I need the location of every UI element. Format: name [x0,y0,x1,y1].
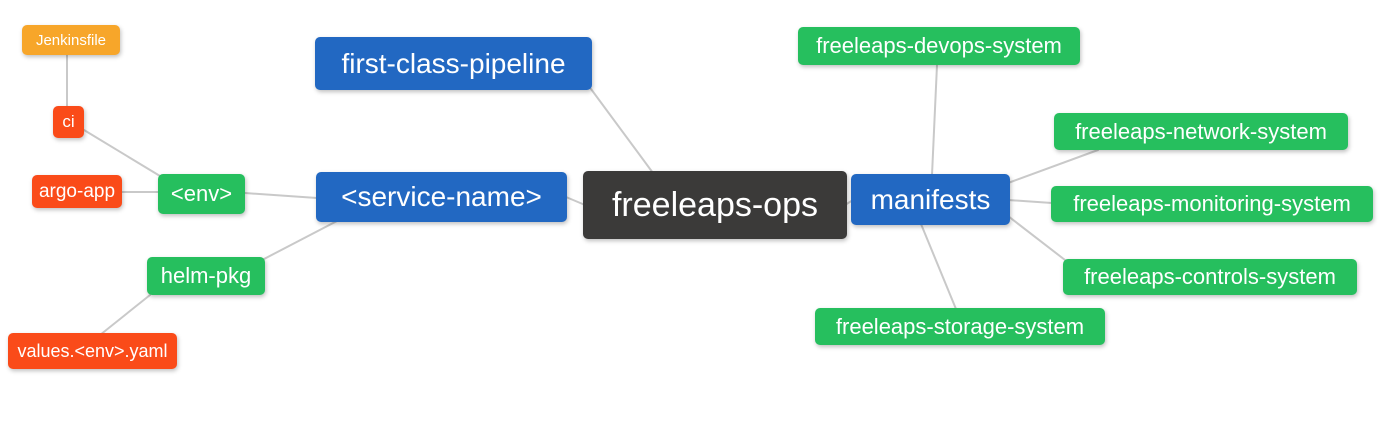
node-freeleaps-monitoring-system[interactable]: freeleaps-monitoring-system [1051,186,1373,222]
node-freeleaps-controls-system[interactable]: freeleaps-controls-system [1063,259,1357,295]
node-ci[interactable]: ci [53,106,84,138]
node-freeleaps-devops-system[interactable]: freeleaps-devops-system [798,27,1080,65]
edge-manifests-devops [931,64,938,176]
edge-service-name-ops [565,196,586,206]
node-freeleaps-network-system[interactable]: freeleaps-network-system [1054,113,1348,150]
node-helm-pkg[interactable]: helm-pkg [147,257,265,295]
node-jenkinsfile[interactable]: Jenkinsfile [22,25,120,55]
node-service-name[interactable]: <service-name> [316,172,567,222]
edge-manifests-controls [1007,215,1066,261]
edge-manifests-monitoring [1007,199,1053,204]
edge-manifests-network [1007,149,1099,184]
edge-pipeline-ops [590,88,654,174]
node-env[interactable]: <env> [158,174,245,214]
node-freeleaps-storage-system[interactable]: freeleaps-storage-system [815,308,1105,345]
node-manifests[interactable]: manifests [851,174,1010,225]
edge-ci-env [83,129,161,177]
node-first-class-pipeline[interactable]: first-class-pipeline [315,37,592,90]
edge-env-service-name [244,192,318,199]
edge-helm-pkg-values-env-yaml [99,294,151,336]
node-values-env-yaml[interactable]: values.<env>.yaml [8,333,177,369]
edge-service-name-helm-pkg [263,220,338,260]
edge-manifests-storage [920,223,957,310]
node-freeleaps-ops[interactable]: freeleaps-ops [583,171,847,239]
node-argo-app[interactable]: argo-app [32,175,122,208]
